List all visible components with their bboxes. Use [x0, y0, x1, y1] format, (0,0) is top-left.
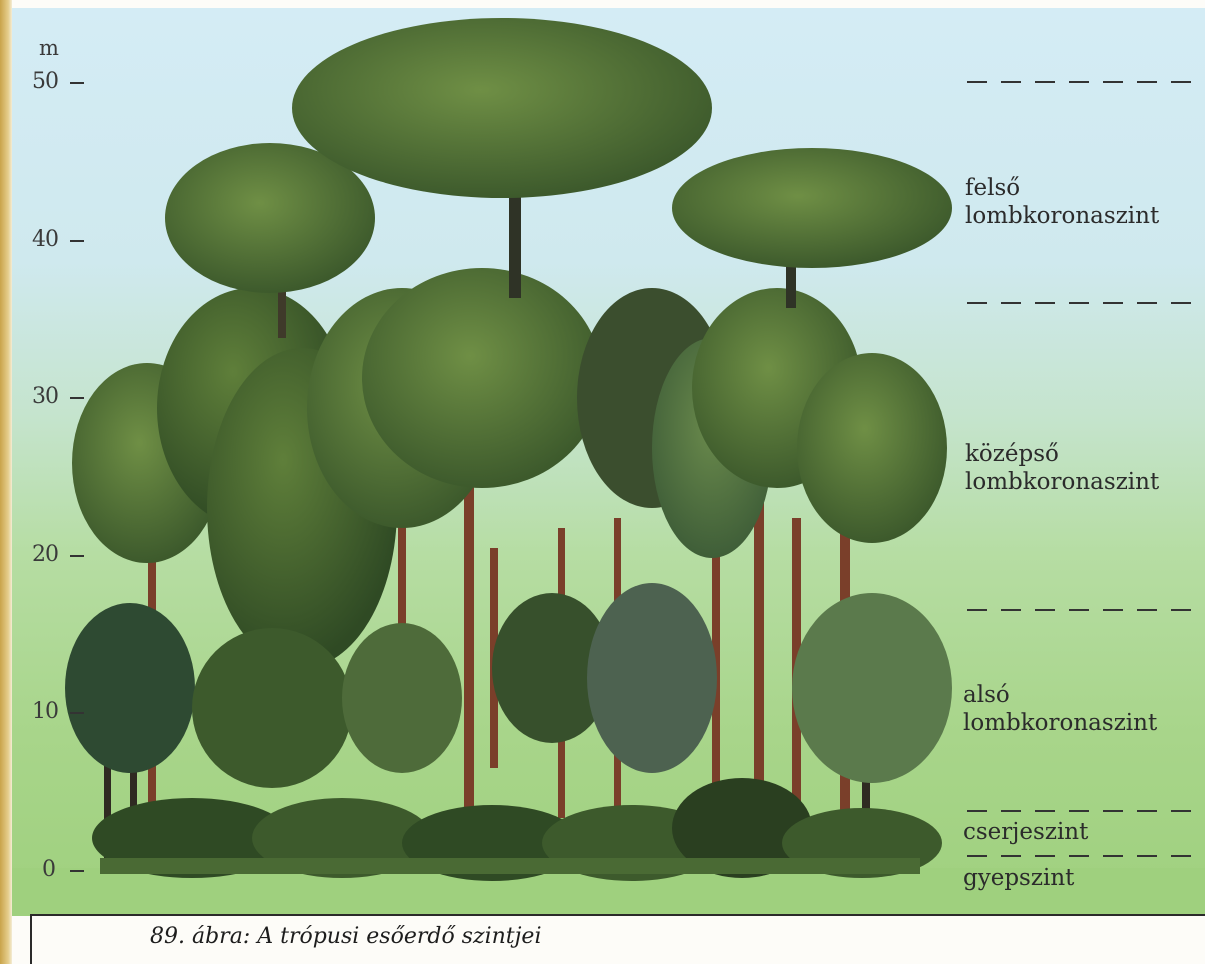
- middle-canopy-crowns: [72, 268, 947, 668]
- middle-canopy-label-line1: középső: [965, 440, 1159, 468]
- caption-left-rule: [30, 914, 32, 964]
- lower-canopy-label: alsó lombkoronaszint: [963, 681, 1157, 737]
- tick-label-50: 50: [32, 69, 58, 94]
- rainforest-layers-figure: m 50 40 30 20 10 0 felső lombkoronaszint…: [12, 8, 1205, 916]
- page-binding-edge: [0, 0, 12, 964]
- figure-caption: 89. ábra: A trópusi esőerdő szintjei: [150, 924, 542, 949]
- tick-label-40: 40: [32, 227, 58, 252]
- upper-canopy-label-line2: lombkoronaszint: [965, 202, 1159, 230]
- lower-canopy-label-line2: lombkoronaszint: [963, 709, 1157, 737]
- tick-label-0: 0: [42, 857, 55, 882]
- lower-canopy-label-line1: alsó: [963, 681, 1157, 709]
- herb-layer-label: gyepszint: [963, 864, 1074, 892]
- emergent-trees: [165, 18, 952, 338]
- upper-canopy-label-line1: felső: [965, 174, 1159, 202]
- middle-canopy-label-line2: lombkoronaszint: [965, 468, 1159, 496]
- tick-label-10: 10: [32, 699, 58, 724]
- tick-label-30: 30: [32, 384, 58, 409]
- figure-bottom-rule: [30, 914, 1205, 916]
- upper-canopy-label: felső lombkoronaszint: [965, 174, 1159, 230]
- shrub-layer: [92, 778, 942, 881]
- axis-unit-label: m: [39, 36, 59, 60]
- middle-canopy-label: középső lombkoronaszint: [965, 440, 1159, 496]
- tick-label-20: 20: [32, 542, 58, 567]
- shrub-layer-label: cserjeszint: [963, 818, 1088, 846]
